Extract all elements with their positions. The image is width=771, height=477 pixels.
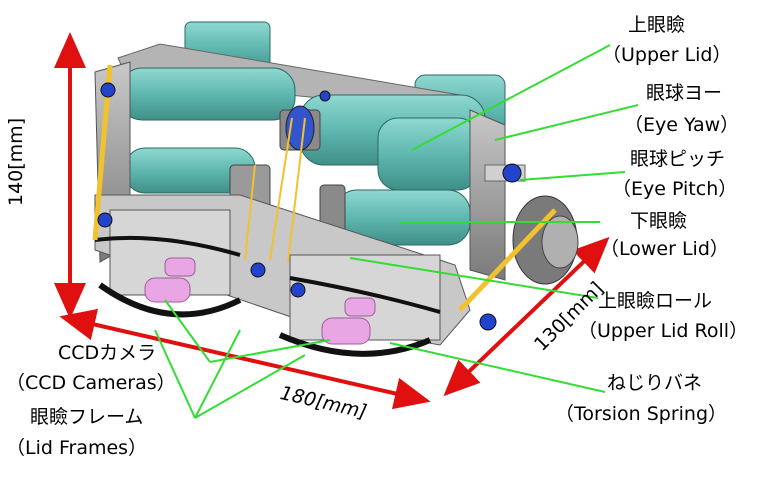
belt-center-2 xyxy=(287,117,306,263)
lid-frame-left xyxy=(98,282,242,318)
leader-torsion-spring xyxy=(389,342,606,393)
leader-lid-frame-2 xyxy=(194,329,241,419)
label-torsion-spring-en: （Torsion Spring） xyxy=(555,403,728,425)
bearing-top-center xyxy=(319,90,331,102)
leader-eye-yaw xyxy=(494,104,639,141)
lid-frame-upper-left xyxy=(94,235,241,257)
height-dimension-label: 140[mm] xyxy=(5,117,27,206)
leader-upper-lid-roll xyxy=(349,257,599,299)
label-torsion-spring-jp: ねじりバネ xyxy=(607,372,703,394)
ccd-camera-right-rear xyxy=(344,297,376,317)
bearing-lower-center-2 xyxy=(290,282,306,298)
right-side-frame xyxy=(469,109,506,281)
belt-center-1 xyxy=(269,117,293,261)
label-upper-lid-roll-en: （Upper Lid Roll） xyxy=(578,320,749,342)
label-eye-pitch-en: （Eye Pitch） xyxy=(612,178,738,200)
label-eye-pitch-jp: 眼球ピッチ xyxy=(630,148,726,170)
lid-frame-right xyxy=(278,332,432,357)
depth-dimension-arrow xyxy=(443,236,610,397)
bearing-lower-center xyxy=(250,262,266,278)
leader-lines xyxy=(154,44,639,419)
bearing-right-front xyxy=(479,313,497,331)
label-ccd-en: （CCD Cameras） xyxy=(6,372,176,394)
leader-upper-lid xyxy=(411,44,611,151)
eye-pitch-bearing xyxy=(502,163,522,183)
label-upper-lid-en: （Upper Lid） xyxy=(602,44,732,66)
leader-lid-frame-1 xyxy=(154,329,196,419)
label-lid-frames-en: （Lid Frames） xyxy=(6,437,148,459)
label-lower-lid-jp: 下眼瞼 xyxy=(630,210,688,232)
center-pulley xyxy=(285,105,315,151)
eye-yaw-cylinder xyxy=(377,117,479,191)
leader-ccd-2 xyxy=(209,339,331,363)
label-upper-lid-roll-jp: 上眼瞼ロール xyxy=(598,290,713,312)
label-ccd-jp: CCDカメラ xyxy=(58,342,157,364)
bearing-top-left xyxy=(100,82,116,98)
width-dimension-arrow xyxy=(59,308,431,410)
belt-right xyxy=(458,208,557,312)
leader-ccd-1 xyxy=(164,299,211,363)
upper-cylinder-left xyxy=(119,67,296,121)
leader-eye-pitch xyxy=(519,171,626,181)
label-eye-yaw-jp: 眼球ヨー xyxy=(646,82,723,104)
lid-frame-upper-right xyxy=(289,276,441,314)
bearing-mid-left xyxy=(97,212,113,228)
belt-center-3 xyxy=(244,164,256,261)
leader-lid-frame-3 xyxy=(194,354,306,419)
label-eye-yaw-en: （Eye Yaw） xyxy=(624,114,740,136)
right-pulley-inner xyxy=(541,215,579,269)
label-lower-lid-en: （Lower Lid） xyxy=(600,238,729,260)
label-lid-frames-jp: 眼瞼フレーム xyxy=(30,406,144,428)
ccd-camera-left-rear xyxy=(164,257,196,277)
label-upper-lid-jp: 上眼瞼 xyxy=(628,14,686,36)
ccd-camera-right xyxy=(321,317,371,345)
ccd-camera-left xyxy=(144,277,191,303)
